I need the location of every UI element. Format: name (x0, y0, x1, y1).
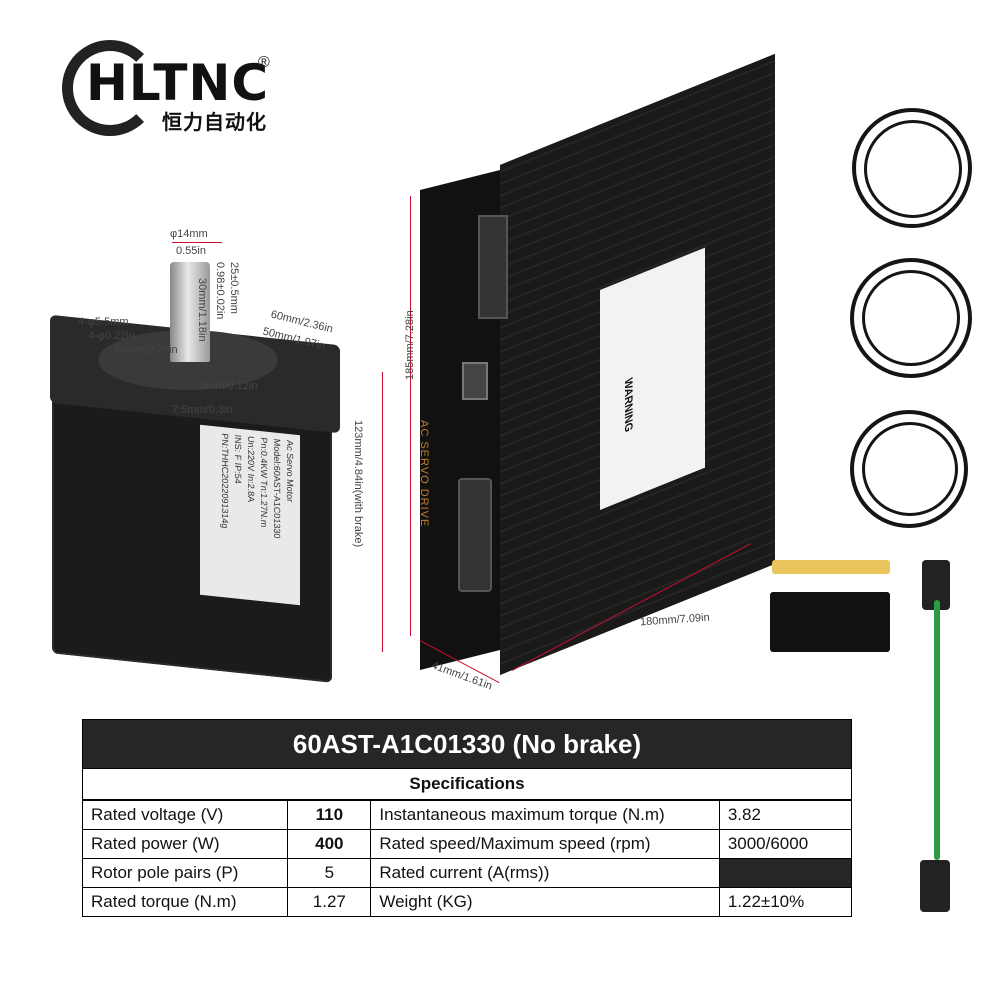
io-cable (850, 410, 968, 528)
dim-key-in: 0.98±0.02in (214, 262, 226, 320)
logo-chinese-text: 恒力自动化 (162, 112, 267, 134)
spec-label: Rated power (W) (81, 829, 289, 859)
encoder-cable-loop (864, 120, 962, 218)
table-row: Rated voltage (V) 110 Instantaneous maxi… (81, 800, 853, 830)
dim-holes: 4-φ5.5mm (78, 316, 129, 328)
dim-holes-in: 4-φ0.22in (88, 330, 135, 342)
dim-line (410, 196, 411, 636)
logo-ring-icon (62, 40, 158, 136)
dim-drive-width: 41mm/1.61in (429, 659, 494, 693)
rj45-plug-bottom (920, 860, 950, 912)
power-cable (850, 258, 972, 378)
drive-terminal-block (478, 215, 508, 319)
spec-value: 400 (287, 829, 372, 859)
spec-value: 5 (287, 858, 372, 888)
spec-title: 60AST-A1C01330 (No brake) (82, 719, 852, 769)
nameplate-line: INS: F IP:54 (233, 434, 243, 485)
brand-logo: HLTNC ® 恒力自动化 (62, 40, 292, 140)
resistor-accessory (772, 560, 890, 574)
spec-value: 3000/6000 (718, 829, 853, 859)
spec-table-container: 60AST-A1C01330 (No brake) Specifications… (81, 719, 853, 917)
dim-drive-height: 185mm/7.28in (404, 310, 416, 380)
drive-warning-sticker: WARNING (600, 247, 705, 510)
drive-usb-port (462, 362, 488, 400)
table-row: Rated power (W) 400 Rated speed/Maximum … (81, 829, 853, 859)
spec-value: 110 (287, 800, 372, 830)
encoder-cable (852, 108, 972, 228)
dim-line (382, 372, 383, 652)
dim-bolt-circle: 70mm/2.76in (114, 344, 178, 356)
nameplate-line: Model:60AST-A1C01330 (272, 438, 282, 539)
dim-motor-length: 123mm/4.84in(with brake) (352, 420, 364, 548)
table-row: Rotor pole pairs (P) 5 Rated current (A(… (81, 858, 853, 888)
motor-shaft (170, 262, 210, 362)
drive-side-label: AC SERVO DRIVE (418, 420, 430, 528)
logo-brand-text: HLTNC (86, 54, 270, 112)
nameplate-line: Un:220V In:2.8A (246, 435, 256, 503)
drive-warning-text: WARNING (622, 376, 634, 435)
dim-key: 25±0.5mm (228, 262, 240, 314)
spec-label: Instantaneous maximum torque (N.m) (370, 800, 720, 830)
ethernet-cable (934, 600, 940, 860)
spec-value (718, 858, 853, 888)
dim-shaft-diameter-in: 0.55in (176, 245, 206, 257)
dim-shaft-length: 30mm/1.18in (196, 278, 208, 342)
dim-flange-thickness: 7.5mm/0.3in (172, 404, 233, 416)
spec-label: Rated current (A(rms)) (370, 858, 720, 888)
dim-shaft-diameter: φ14mm (170, 228, 208, 240)
nameplate-line: Ac Servo Motor (285, 439, 295, 503)
dim-line (172, 242, 222, 243)
drive-db-connector (458, 478, 492, 592)
logo-registered-mark: ® (258, 54, 270, 71)
spec-label: Rotor pole pairs (P) (81, 858, 289, 888)
io-cable-loop (862, 422, 958, 516)
nameplate-line: Pn:0.4KW Tn:1.27N.m (259, 436, 269, 528)
terminal-connector-accessory (770, 592, 890, 652)
spec-label: Rated speed/Maximum speed (rpm) (370, 829, 720, 859)
nameplate-line: PN:THHC2022091314g (220, 432, 230, 529)
table-row: Rated torque (N.m) 1.27 Weight (KG) 1.22… (81, 887, 853, 917)
spec-value: 1.27 (287, 887, 372, 917)
spec-value: 1.22±10% (718, 887, 853, 917)
spec-label: Rated torque (N.m) (81, 887, 289, 917)
spec-label: Rated voltage (V) (81, 800, 289, 830)
spec-label: Weight (KG) (370, 887, 720, 917)
spec-table: Rated voltage (V) 110 Instantaneous maxi… (81, 800, 853, 917)
dim-pilot-depth: 3mm/0.12in (200, 380, 258, 392)
spec-value: 3.82 (718, 800, 853, 830)
power-cable-loop (862, 270, 960, 366)
motor-nameplate-text: Ac Servo Motor Model:60AST-A1C01330 Pn:0… (218, 433, 296, 601)
spec-subtitle: Specifications (82, 769, 852, 800)
motor-nameplate: Ac Servo Motor Model:60AST-A1C01330 Pn:0… (200, 424, 300, 606)
